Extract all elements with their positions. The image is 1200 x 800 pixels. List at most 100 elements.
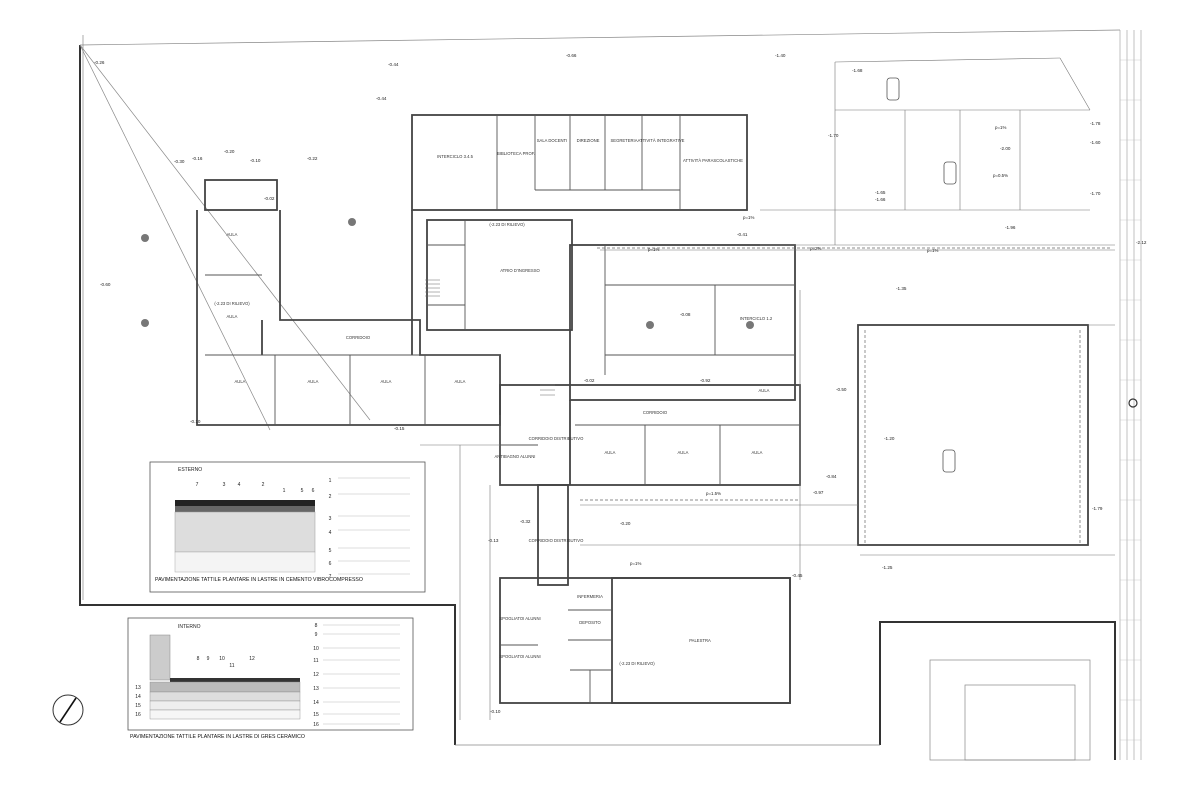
elevation-label: -1.66 [875, 197, 886, 202]
svg-text:14: 14 [313, 700, 319, 706]
car-icon [886, 77, 900, 101]
svg-text:16: 16 [313, 722, 319, 728]
external-works [420, 57, 1115, 720]
room-label: BIBLIOTECA PROF. [497, 151, 535, 156]
interior-partitions [205, 115, 800, 703]
svg-text:1: 1 [283, 488, 286, 494]
svg-text:2: 2 [262, 482, 265, 488]
elevation-label: -1.96 [1005, 225, 1016, 230]
detail-interno-legend: 8 9 10 11 12 13 14 15 16 [313, 623, 319, 728]
svg-text:11: 11 [229, 663, 234, 669]
room-label: CORRIDOIO [643, 410, 668, 415]
room-label: (-2.23 DI RILIEVO) [619, 661, 655, 666]
room-label: AULA [605, 450, 616, 455]
svg-text:15: 15 [313, 712, 319, 718]
slope-label: p=1% [630, 561, 641, 566]
slope-label: p=1% [927, 248, 938, 253]
elevation-label: -0.26 [94, 60, 105, 65]
svg-text:3: 3 [329, 516, 332, 522]
elevation-label: -0.45 [792, 573, 803, 578]
tree-icon [746, 321, 754, 329]
room-labels: INTERCICLO 3.4.5 BIBLIOTECA PROF. SALA D… [214, 138, 773, 666]
road-strip [1119, 30, 1142, 760]
room-label: AULA [759, 388, 770, 393]
elevation-label: -2.12 [1136, 240, 1147, 245]
room-label: (-2.23 DI RILIEVO) [214, 301, 250, 306]
svg-text:1: 1 [329, 478, 332, 484]
room-label: AULA [308, 379, 319, 384]
slope-label: p=1% [743, 215, 754, 220]
svg-text:7: 7 [329, 574, 332, 580]
svg-text:9: 9 [315, 632, 318, 638]
elevation-markers: -0.66 -0.44 -0.20 -0.10 -0.30 -0.16 -0.2… [94, 53, 1147, 714]
elevation-label: -1.20 [884, 436, 895, 441]
svg-text:10: 10 [219, 656, 225, 662]
svg-text:5: 5 [329, 548, 332, 554]
tree-icon [646, 321, 654, 329]
elevation-label: -0.60 [100, 282, 111, 287]
stairs [425, 279, 555, 396]
car-icon [943, 161, 957, 185]
elevation-label: -0.10 [490, 709, 501, 714]
car-icon [942, 449, 956, 473]
elevation-label: -0.44 [388, 62, 399, 67]
svg-text:12: 12 [249, 656, 255, 662]
room-label: SPOGLIATOI ALUNNI [499, 654, 540, 659]
room-label: DEPOSITO [579, 620, 601, 625]
room-label: AULA [455, 379, 466, 384]
room-label: SPOGLIATOI ALUNNI [499, 616, 540, 621]
elevation-label: -0.08 [680, 312, 691, 317]
room-label: PALESTRA [689, 638, 711, 643]
elevation-label: -1.65 [875, 190, 886, 195]
manhole-icon [1128, 398, 1138, 408]
room-label: AULA [227, 232, 238, 237]
detail-interno-caption: PAVIMENTAZIONE TATTILE PLANTARE IN LASTR… [130, 734, 305, 740]
building-walls [196, 114, 1089, 704]
svg-text:8: 8 [315, 623, 318, 629]
parked-cars [886, 77, 957, 473]
elevation-label: -1.79 [1092, 506, 1103, 511]
slope-label: p=1% [648, 247, 659, 252]
svg-text:14: 14 [135, 694, 141, 700]
svg-text:16: 16 [135, 712, 141, 718]
room-label: AULA [227, 314, 238, 319]
elevation-label: -0.50 [836, 387, 847, 392]
svg-text:10: 10 [313, 646, 319, 652]
elevation-label: -1.40 [775, 53, 786, 58]
slope-label: p=0.5% [993, 173, 1008, 178]
slope-label: p=2% [810, 246, 821, 251]
elevation-label: -0.10 [250, 158, 261, 163]
svg-text:7: 7 [196, 482, 199, 488]
trees [141, 218, 754, 329]
room-label: AULA [381, 379, 392, 384]
svg-text:13: 13 [313, 686, 319, 692]
room-label: (-2.23 DI RILIEVO) [489, 222, 525, 227]
tree-icon [141, 234, 149, 242]
detail-interno-label: INTERNO [178, 624, 201, 630]
svg-text:6: 6 [329, 561, 332, 567]
svg-text:13: 13 [135, 685, 141, 691]
elevation-label: -0.66 [566, 53, 577, 58]
elevation-label: -1.35 [896, 286, 907, 291]
room-label: AULA [678, 450, 689, 455]
drainage-dashed [580, 247, 1110, 545]
detail-esterno-callouts: 7 3 4 2 1 5 6 [196, 482, 315, 494]
svg-text:8: 8 [197, 656, 200, 662]
room-label: AULA [752, 450, 763, 455]
detail-interno-side: 13 14 15 16 [135, 685, 141, 718]
elevation-label: -1.25 [882, 565, 893, 570]
elevation-label: -1.78 [1090, 121, 1101, 126]
elevation-label: -0.32 [520, 519, 531, 524]
svg-text:15: 15 [135, 703, 141, 709]
elevation-label: -2.00 [1000, 146, 1011, 151]
room-label: INTERCICLO 1.2 [740, 316, 773, 321]
room-label: DIREZIONE [577, 138, 600, 143]
tree-icon [141, 319, 149, 327]
svg-text:4: 4 [329, 530, 332, 536]
elevation-label: -0.44 [376, 96, 387, 101]
elevation-label: -0.92 [700, 378, 711, 383]
room-label: ANTIBAGNO ALUNNI [495, 454, 536, 459]
detail-esterno: ESTERNO 7 3 4 2 1 5 6 1 2 3 4 5 6 7 [149, 461, 426, 593]
detail-interno-callouts: 8 9 10 11 12 [197, 656, 255, 669]
